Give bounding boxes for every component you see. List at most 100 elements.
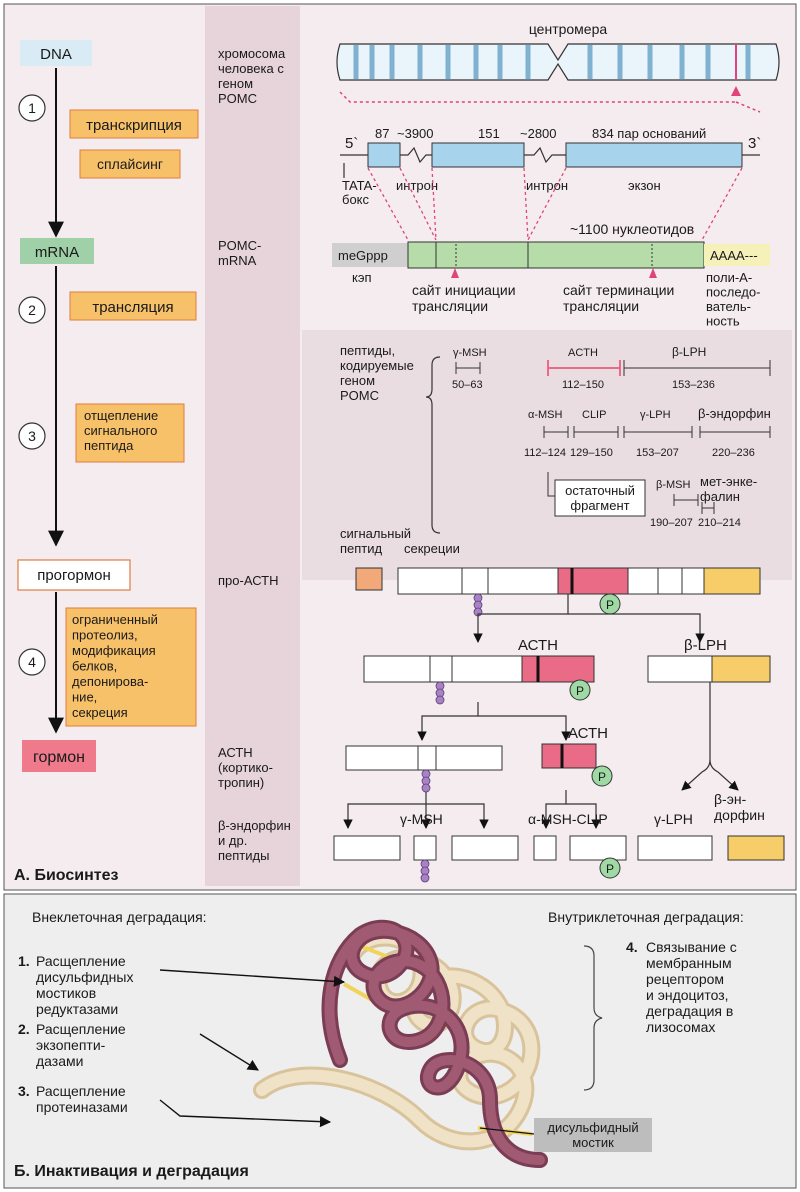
svg-text:мет-энке-фалин: мет-энке-фалин <box>700 474 757 504</box>
mrna-box <box>20 238 94 264</box>
svg-text:α-MSH: α-MSH <box>528 409 563 421</box>
gene-intron-2 <box>524 146 566 164</box>
product-fragment-3 <box>451 835 519 861</box>
peptide-met-enkephalin: мет-энке-фалин 210–214 <box>698 474 757 529</box>
step-1-num: 1 <box>28 100 36 116</box>
label-band <box>205 6 300 886</box>
exon-label: экзон <box>628 178 661 193</box>
svg-text:β-эндорфин: β-эндорфин <box>698 406 771 421</box>
pomc-locus-arrow <box>731 86 741 96</box>
svg-text:β-LPH: β-LPH <box>672 345 706 359</box>
step-1-circle <box>18 94 46 122</box>
size-exon2: 151 <box>478 126 500 141</box>
svg-text:γ-MSH: γ-MSH <box>453 347 487 359</box>
beta-endorphin-product-label: β-эн-дорфин <box>714 791 765 823</box>
svg-text:γ-LPH: γ-LPH <box>640 409 671 421</box>
svg-text:112–150: 112–150 <box>562 379 604 391</box>
item-1-num: 1. <box>18 953 30 969</box>
transcription-label: транскрипция <box>86 117 182 134</box>
beta-lph-label: β-LPH <box>684 637 727 654</box>
pointer-item-1 <box>159 969 346 987</box>
peptide-beta-lph: β-LPH 153–236 <box>623 345 771 391</box>
peptide-beta-msh: β-MSH 190–207 <box>650 479 699 529</box>
extracellular-label: Внеклеточная деградация: <box>32 909 207 925</box>
n-terminal-glycan <box>421 769 431 793</box>
hormone-label: гормон <box>33 749 85 766</box>
poly-a-label: поли-А-последо-ватель-ность <box>706 270 760 329</box>
gene-intron-1 <box>400 146 432 164</box>
poly-a-box <box>704 244 770 266</box>
svg-text:153–236: 153–236 <box>672 379 715 391</box>
splice-lines <box>367 167 743 241</box>
pro-acth-acth-segment <box>557 567 629 595</box>
prohormone-label: прогормон <box>37 567 111 584</box>
split-arrow-n3 <box>426 803 489 829</box>
acth-intermediate-label: АСТН <box>518 637 558 654</box>
step-3-num: 3 <box>28 428 36 444</box>
svg-text:190–207: 190–207 <box>650 517 693 529</box>
pro-acth-phosphate: P <box>599 593 621 615</box>
alpha-msh-clip-label: α-MSH-CLIP <box>528 811 608 827</box>
signal-peptide-segment <box>355 567 383 591</box>
product-gamma-msh <box>413 835 437 861</box>
split-arrow-lph <box>568 613 705 643</box>
three-prime-label: 3` <box>748 135 761 152</box>
size-exon3: 834 пар оснований <box>592 126 706 141</box>
product-alpha-msh <box>533 835 557 861</box>
mrna-label: mRNA <box>35 244 79 261</box>
item-3-num: 3. <box>18 1083 30 1099</box>
disulfide-label-box <box>534 1118 652 1152</box>
svg-text:β-MSH: β-MSH <box>656 479 690 491</box>
acth-final-label: АСТН <box>568 725 608 742</box>
tata-box-label: TATA-бокс <box>342 178 377 207</box>
svg-text:129–150: 129–150 <box>570 447 613 459</box>
protein-illustration <box>253 919 548 1168</box>
svg-text:CLIP: CLIP <box>582 409 606 421</box>
pro-acth-chain <box>397 567 761 595</box>
chromosome <box>336 43 780 96</box>
mrna-strand <box>407 241 705 269</box>
pointer-item-3 <box>159 1099 332 1128</box>
stop-site-marker <box>649 268 657 278</box>
pomc-gene <box>340 142 760 178</box>
peptide-clip: CLIP 129–150 <box>570 409 619 459</box>
product-clip <box>569 835 627 861</box>
intron-2-label: интрон <box>526 178 568 193</box>
gamma-msh-glycan <box>420 859 430 883</box>
intron-1-label: интрон <box>396 178 438 193</box>
item-4-num: 4. <box>626 939 638 955</box>
product-gamma-lph <box>637 835 713 861</box>
svg-text:P: P <box>598 770 606 784</box>
residual-fragment-box <box>554 479 646 517</box>
svg-text:50–63: 50–63 <box>452 379 483 391</box>
svg-text:P: P <box>576 684 584 698</box>
acth-final-phosphate: P <box>591 765 613 787</box>
size-exon1: 87 <box>375 126 389 141</box>
beta-lph-chain <box>647 655 771 683</box>
cap-box <box>332 243 408 267</box>
size-intron2: ~2800 <box>520 126 557 141</box>
five-prime-label: 5` <box>345 135 358 152</box>
panel-b-title: Б. Инактивация и деградация <box>14 1163 249 1180</box>
product-fragment-1 <box>333 835 401 861</box>
peptide-gamma-lph: γ-LPH 153–207 <box>623 409 693 459</box>
hormone-box <box>22 740 96 772</box>
signal-cleavage-box <box>75 403 185 463</box>
item-2-num: 2. <box>18 1021 30 1037</box>
cap-text: meGppp <box>338 248 388 263</box>
acth-intermediate <box>363 655 595 683</box>
split-arrow-clip <box>566 803 601 829</box>
gene-exon-2 <box>431 142 525 168</box>
secretion-label: секреции <box>404 541 460 556</box>
step-4-circle <box>18 648 46 676</box>
poly-a-text: AAAA--- <box>710 248 758 263</box>
size-intron1: ~3900 <box>397 126 434 141</box>
